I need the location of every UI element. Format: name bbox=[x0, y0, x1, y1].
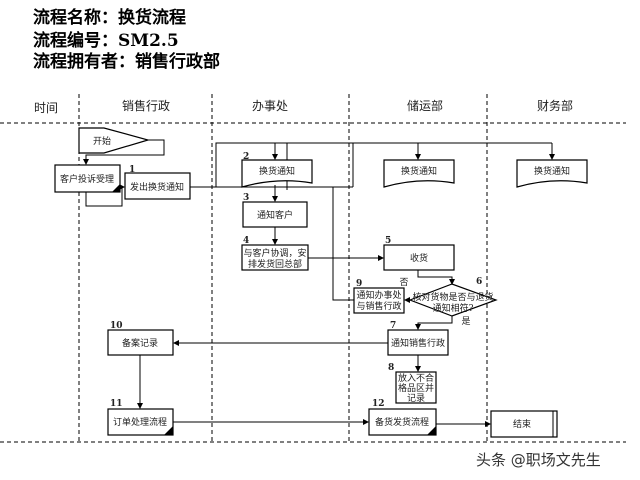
lane-storage: 储运部 bbox=[407, 98, 443, 113]
lane-time: 时间 bbox=[34, 101, 58, 115]
node-5[interactable] bbox=[383, 244, 455, 271]
watermark: 头条 @职场文先生 bbox=[476, 451, 601, 469]
complaint-label: 客户投诉受理 bbox=[60, 173, 114, 185]
process-name: 流程名称：换货流程 bbox=[33, 8, 186, 28]
process-code: 流程编号：SM2.5 bbox=[33, 31, 179, 51]
node-1[interactable] bbox=[124, 172, 191, 200]
node-11-label: 订单处理流程 bbox=[113, 416, 167, 428]
node-3[interactable] bbox=[242, 201, 308, 228]
node-8-number: 8 bbox=[388, 363, 394, 373]
storage-document[interactable] bbox=[383, 159, 455, 188]
node-11-number: 11 bbox=[110, 399, 123, 409]
lane-finance: 财务部 bbox=[537, 98, 573, 113]
subprocess-markers bbox=[112, 184, 554, 437]
node-6-decision[interactable] bbox=[408, 283, 498, 317]
node-3-label: 通知客户 bbox=[257, 209, 293, 221]
node-5-number: 5 bbox=[385, 236, 391, 246]
node-6-line1: 核对货物是否与退货 bbox=[412, 291, 493, 303]
node-2-document[interactable] bbox=[241, 159, 313, 188]
node-1-label: 发出换货通知 bbox=[130, 181, 184, 193]
start-node[interactable] bbox=[78, 127, 151, 154]
node-11[interactable] bbox=[107, 408, 174, 436]
node-7-number: 7 bbox=[390, 321, 396, 331]
node-8-line2: 格品区并 bbox=[398, 382, 434, 394]
node-12-number: 12 bbox=[372, 399, 385, 409]
node-4-line2: 排发货回总部 bbox=[248, 258, 302, 270]
node-8-line1: 放入不合 bbox=[398, 372, 434, 384]
node-5-label: 收货 bbox=[410, 252, 428, 264]
node-6-line2: 通知相符? bbox=[433, 302, 474, 314]
node-4[interactable] bbox=[241, 244, 309, 271]
node-2-label: 换货通知 bbox=[259, 165, 295, 177]
lane-office: 办事处 bbox=[252, 98, 288, 113]
node-1-number: 1 bbox=[129, 165, 135, 175]
node-10-label: 备案记录 bbox=[122, 337, 158, 349]
node-10[interactable] bbox=[107, 329, 174, 356]
node-12-label: 备货发货流程 bbox=[375, 416, 429, 428]
node-4-number: 4 bbox=[243, 236, 249, 246]
process-owner: 流程拥有者：销售行政部 bbox=[33, 52, 220, 72]
end-label: 结束 bbox=[513, 418, 531, 430]
finance-doc-label: 换货通知 bbox=[534, 165, 570, 177]
decision-no-label: 否 bbox=[399, 277, 408, 288]
storage-doc-label: 换货通知 bbox=[401, 165, 437, 177]
node-2-number: 2 bbox=[243, 152, 249, 162]
node-8[interactable] bbox=[395, 371, 437, 404]
node-8-line3: 记录 bbox=[407, 393, 425, 404]
node-12[interactable] bbox=[368, 408, 437, 436]
node-9-line1: 通知办事处 bbox=[356, 289, 401, 301]
start-label: 开始 bbox=[93, 135, 111, 147]
node-9-line2: 与销售行政 bbox=[356, 300, 401, 312]
node-3-number: 3 bbox=[243, 193, 249, 203]
node-9-number: 9 bbox=[356, 279, 362, 289]
end-node[interactable] bbox=[490, 410, 558, 438]
node-10-number: 10 bbox=[110, 321, 123, 331]
lane-sales-admin: 销售行政 bbox=[122, 98, 170, 113]
node-6-number: 6 bbox=[476, 277, 482, 287]
node-4-line1: 与客户协调，安 bbox=[243, 247, 306, 259]
complaint-node[interactable] bbox=[54, 164, 121, 193]
node-7-label: 通知销售行政 bbox=[391, 337, 445, 349]
node-9[interactable] bbox=[353, 287, 405, 314]
decision-yes-label: 是 bbox=[461, 316, 470, 327]
finance-document[interactable] bbox=[516, 159, 588, 188]
node-7[interactable] bbox=[387, 329, 449, 356]
